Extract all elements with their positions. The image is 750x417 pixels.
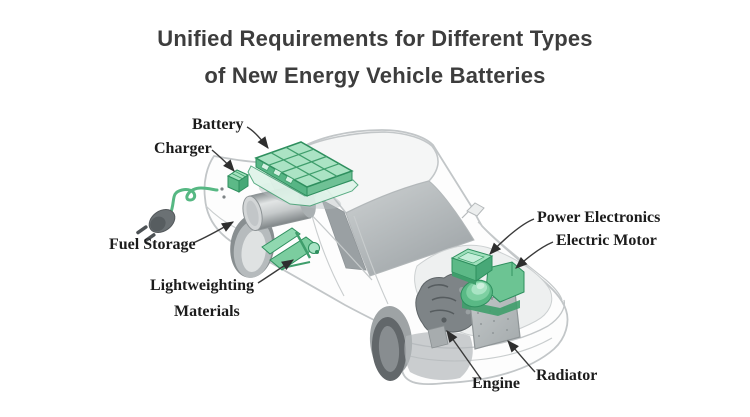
side-mirror-graphic <box>461 202 485 219</box>
power-electronics-label: Power Electronics <box>537 209 661 226</box>
electric-motor-label: Electric Motor <box>556 232 657 249</box>
lightweighting-leader-line <box>257 259 295 284</box>
lightweighting-label-line1: Lightweighting <box>150 277 255 294</box>
diagram-title: Unified Requirements for Different Types… <box>0 20 750 94</box>
fuel-storage-leader-line <box>192 221 235 244</box>
lightweighting-label-line2: Materials <box>174 303 240 320</box>
power-electronics-graphic <box>450 248 494 285</box>
electric-motor-leader-line <box>515 241 554 269</box>
front-wheel-graphic <box>369 306 473 381</box>
battery-leader-line <box>246 126 269 149</box>
battery-label: Battery <box>192 116 244 133</box>
electric-motor-graphic <box>460 261 525 316</box>
rear-wheel-graphic <box>230 214 275 278</box>
radiator-leader-line <box>507 340 536 373</box>
charger-graphic <box>226 169 250 193</box>
engine-leader-line <box>446 330 482 380</box>
charger-label: Charger <box>154 140 212 157</box>
charging-cable-graphic <box>168 186 219 217</box>
windshield-glass <box>345 180 475 277</box>
diagram-title-line2: of New Energy Vehicle Batteries <box>204 63 546 88</box>
charger-leader-line <box>211 149 235 172</box>
engine-label: Engine <box>472 375 521 392</box>
battery-pack-graphic <box>247 141 359 210</box>
radiator-label: Radiator <box>536 367 598 384</box>
charging-plug-graphic <box>136 186 226 243</box>
power-electronics-leader-line <box>489 218 535 255</box>
diagram-title-line1: Unified Requirements for Different Types <box>157 26 593 51</box>
fuel-storage-label: Fuel Storage <box>109 236 196 253</box>
